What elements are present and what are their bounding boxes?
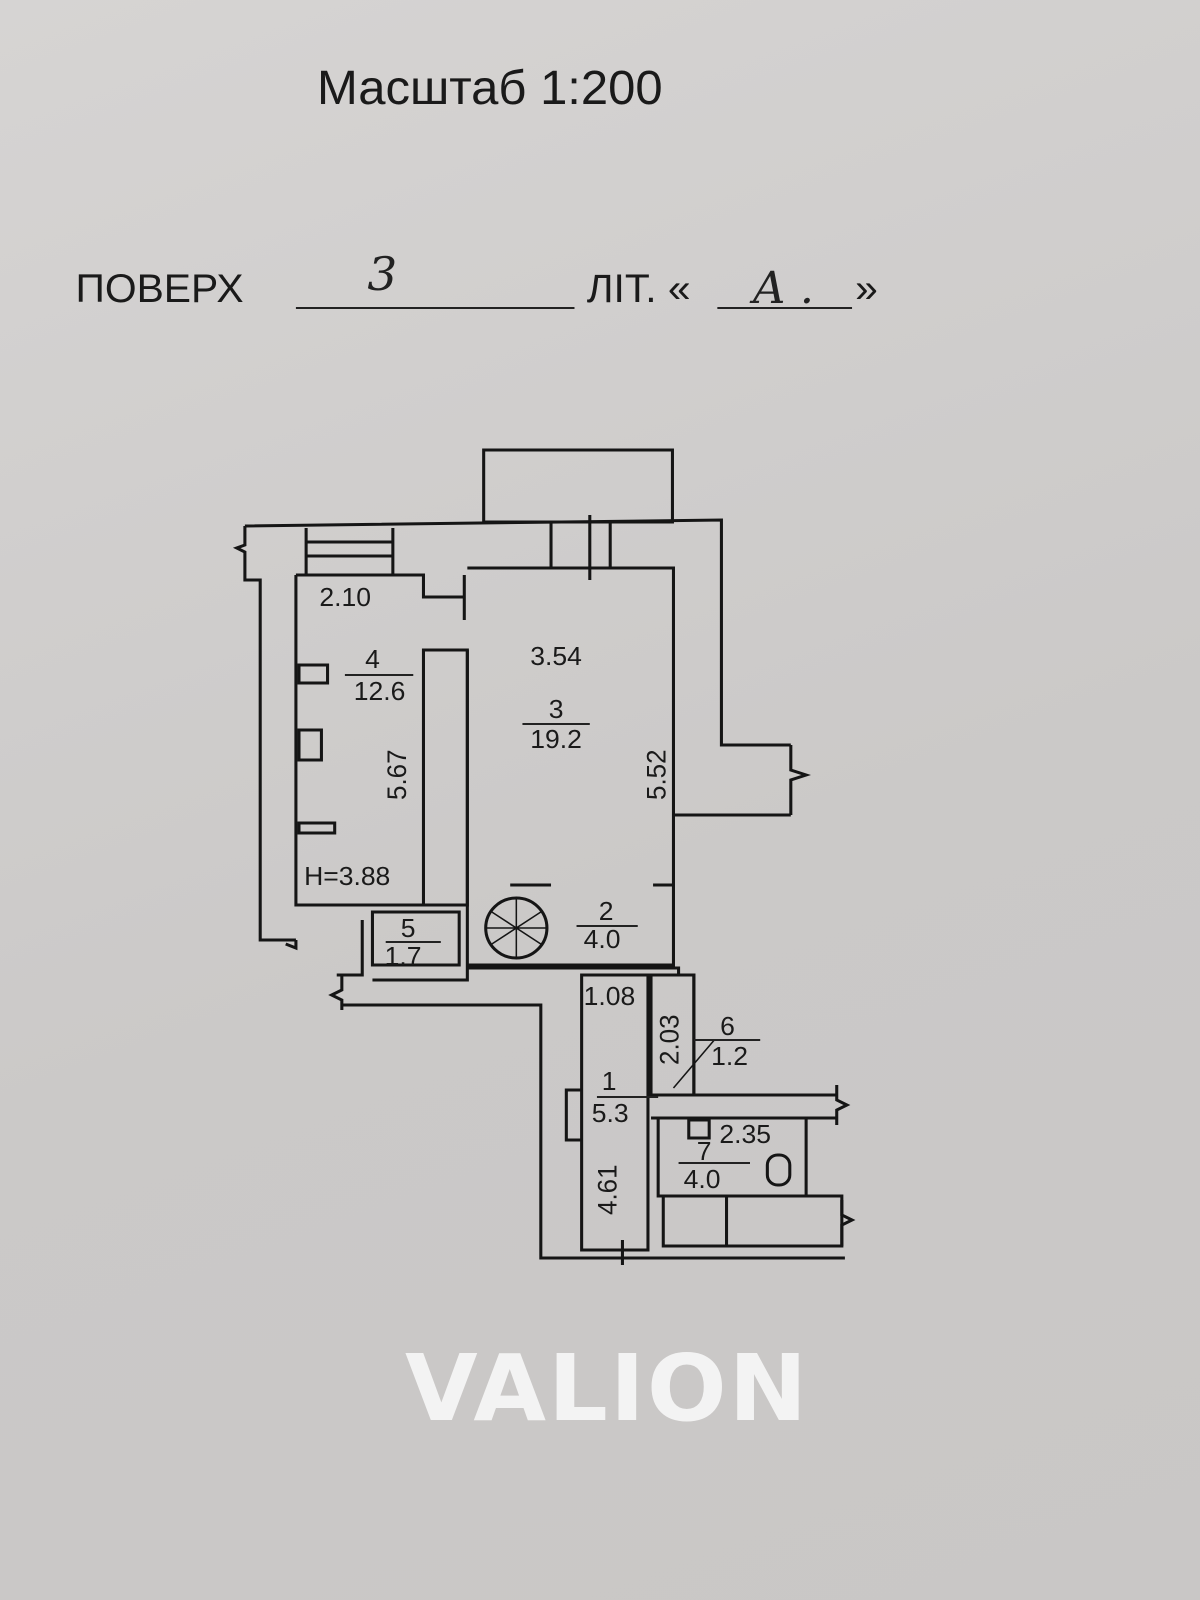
letter-close: »	[855, 265, 878, 311]
letter-label: ЛІТ. «	[587, 265, 691, 311]
room3-length: 5.52	[641, 749, 671, 800]
room7-area: 4.0	[684, 1164, 721, 1194]
floor-label: ПОВЕРХ	[76, 265, 244, 311]
room1-number: 1	[602, 1066, 617, 1096]
scale-label: Масштаб 1:200	[317, 61, 663, 114]
room3-area: 19.2	[530, 724, 582, 754]
room2-number: 2	[599, 896, 614, 926]
letter-value: A .	[749, 263, 814, 313]
room7-number: 7	[697, 1136, 712, 1166]
room4-width: 2.10	[319, 582, 371, 612]
room4-area: 12.6	[354, 676, 406, 706]
floor-value: 3	[367, 247, 397, 300]
toilet-icon	[765, 1153, 792, 1187]
washbasin-icon	[687, 1118, 711, 1140]
counter-icon	[297, 821, 337, 835]
room6-length: 2.03	[654, 1014, 684, 1065]
room6-number: 6	[720, 1011, 735, 1041]
room2-area: 4.0	[584, 924, 621, 954]
room3-width: 3.54	[530, 641, 582, 671]
room5-number: 5	[401, 913, 416, 943]
room6-area: 1.2	[711, 1041, 748, 1071]
stove-icon	[297, 663, 330, 685]
room3-number: 3	[549, 694, 564, 724]
room4-number: 4	[365, 644, 380, 674]
room7-width: 2.35	[719, 1119, 771, 1149]
plan-walls	[232, 448, 856, 1265]
room4-length: 5.67	[382, 749, 412, 800]
ceiling-height: H=3.88	[304, 861, 390, 891]
room1-width: 1.08	[584, 981, 636, 1011]
sink-icon	[297, 728, 323, 762]
room5-area: 1.7	[385, 941, 422, 971]
room-labels: 2.10 4 12.6 5.67 H=3.88 3.54 3 19.2 5.52…	[304, 582, 771, 1215]
watermark: VALION	[405, 1335, 809, 1442]
room1-length: 4.61	[592, 1164, 622, 1215]
room1-area: 5.3	[592, 1098, 629, 1128]
